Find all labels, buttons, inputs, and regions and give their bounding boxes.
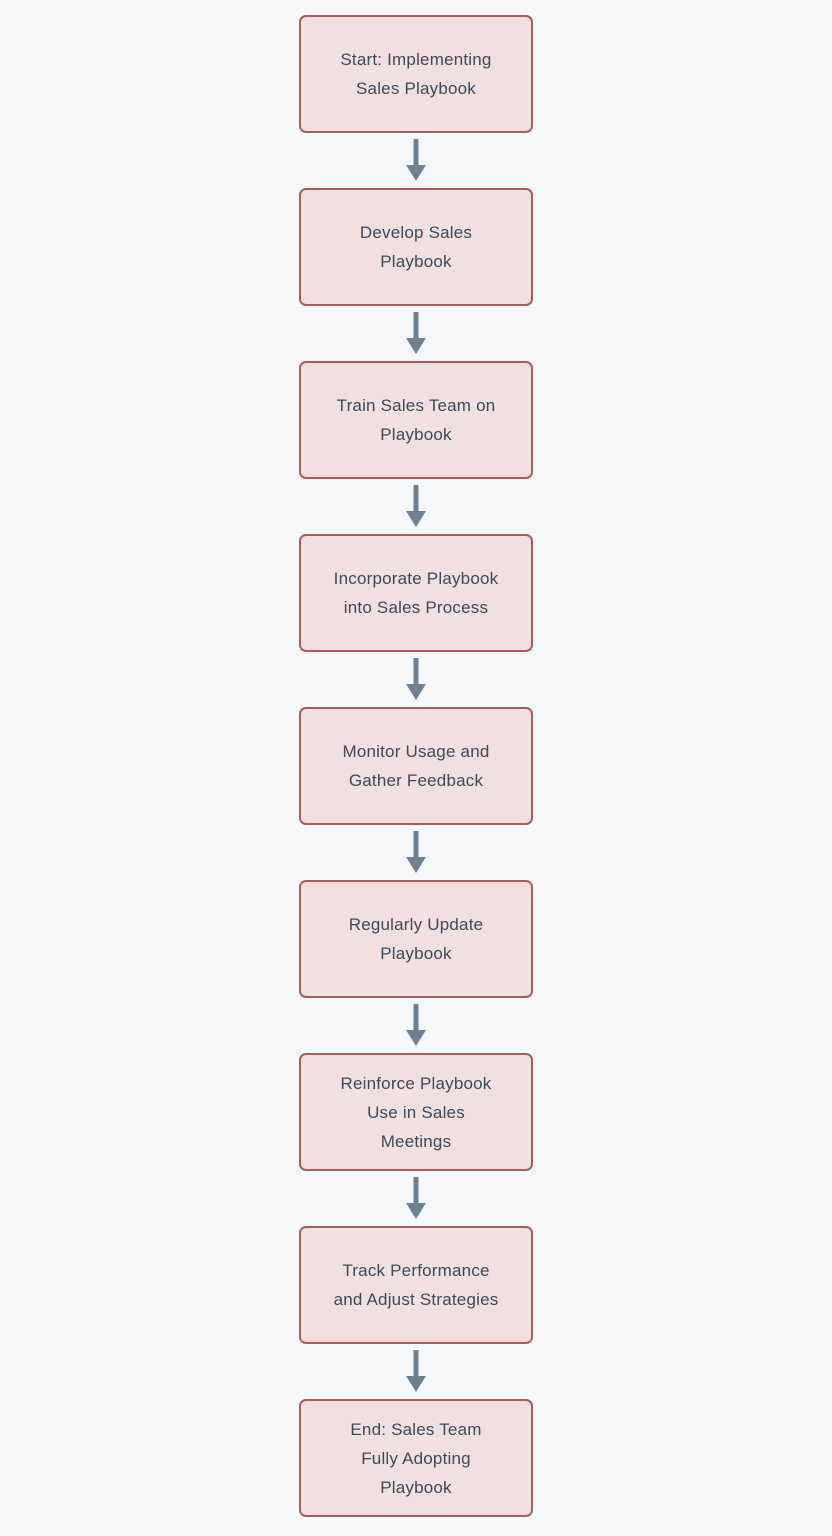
node-update-label: Regularly Update Playbook xyxy=(348,915,484,963)
arrow-down-icon xyxy=(406,658,426,700)
node-develop-sales-playbook: Develop Sales Playbook xyxy=(299,188,533,306)
node-incorporate-label: Incorporate Playbook into Sales Process xyxy=(333,569,499,617)
arrow-down-icon xyxy=(406,312,426,354)
node-end-label: End: Sales Team Fully Adopting Playbook xyxy=(350,1419,482,1497)
arrow-down-icon xyxy=(406,1177,426,1219)
arrow-down-icon xyxy=(406,485,426,527)
node-reinforce-label: Reinforce Playbook Use in Sales Meetings xyxy=(340,1073,492,1151)
arrow-down-icon xyxy=(406,1350,426,1392)
node-track-label: Track Performance and Adjust Strategies xyxy=(333,1261,499,1309)
node-track-performance: Track Performance and Adjust Strategies xyxy=(299,1226,533,1344)
node-monitor-usage: Monitor Usage and Gather Feedback xyxy=(299,707,533,825)
node-start: Start: Implementing Sales Playbook xyxy=(299,15,533,133)
node-monitor-label: Monitor Usage and Gather Feedback xyxy=(342,742,490,790)
node-train-label: Train Sales Team on Playbook xyxy=(336,396,496,444)
node-start-label: Start: Implementing Sales Playbook xyxy=(340,50,492,98)
node-train-sales-team: Train Sales Team on Playbook xyxy=(299,361,533,479)
arrow-down-icon xyxy=(406,139,426,181)
node-reinforce-playbook-use: Reinforce Playbook Use in Sales Meetings xyxy=(299,1053,533,1171)
node-regularly-update: Regularly Update Playbook xyxy=(299,880,533,998)
arrow-down-icon xyxy=(406,1004,426,1046)
arrow-down-icon xyxy=(406,831,426,873)
node-end: End: Sales Team Fully Adopting Playbook xyxy=(299,1399,533,1517)
node-incorporate-playbook: Incorporate Playbook into Sales Process xyxy=(299,534,533,652)
node-develop-label: Develop Sales Playbook xyxy=(359,223,473,271)
